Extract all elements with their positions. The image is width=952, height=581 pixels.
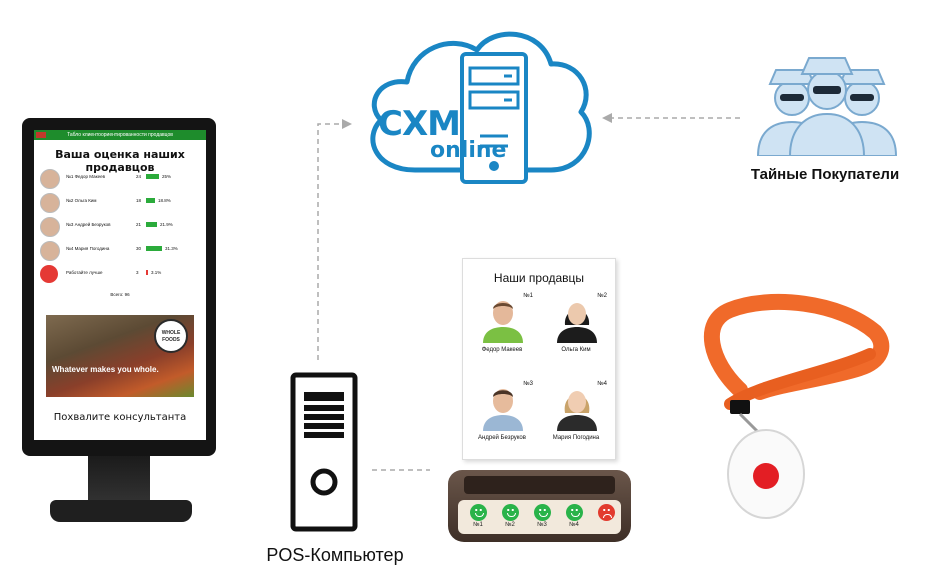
rating-display-screen: Табло клиентоориентированности продавцов… xyxy=(34,130,206,440)
seller-photo xyxy=(483,301,523,343)
rating-name: Работайте лучше xyxy=(66,270,103,275)
button-label: №3 xyxy=(537,522,547,528)
mystery-shoppers-label: Тайные Покупатели xyxy=(750,166,900,183)
rating-row: Работайте лучше 3 3.1% xyxy=(38,264,202,286)
rating-count: 3 xyxy=(136,270,139,275)
store-logo xyxy=(36,132,46,138)
button-label: №1 xyxy=(473,522,483,528)
seller-number: №2 xyxy=(597,293,607,299)
seller-name: Федор Макеев xyxy=(481,347,523,353)
rating-bar xyxy=(146,174,159,179)
sad-face-icon xyxy=(40,265,58,283)
rating-row: №1 Федор Макеев 24 25% xyxy=(38,168,202,190)
rating-percent: 25% xyxy=(162,174,172,179)
seller-photo xyxy=(40,217,60,237)
smile-button-1[interactable] xyxy=(470,504,487,521)
seller-number: №1 xyxy=(523,293,533,299)
sign-title: Наши продавцы xyxy=(493,271,585,285)
seller-name: Андрей Безруков xyxy=(478,435,526,441)
rating-percent: 18.8% xyxy=(158,198,171,203)
cxm-logo-text: CXM xyxy=(378,104,461,144)
rating-bar xyxy=(146,270,148,275)
advert-logo: WHOLE FOODS xyxy=(154,319,188,353)
seller-card: №4 Мария Погодина xyxy=(539,373,613,463)
seller-photo xyxy=(40,241,60,261)
console-slot xyxy=(464,476,615,494)
monitor-stand xyxy=(88,456,150,504)
rating-count: 24 xyxy=(136,174,142,179)
online-logo-text: online xyxy=(430,138,507,163)
rating-count: 30 xyxy=(136,246,142,251)
rating-console: №1 №2 №3 №4 xyxy=(448,470,631,542)
display-header-text: Табло клиентоориентированности продавцов xyxy=(67,132,173,138)
rating-total: Всего: 96 xyxy=(110,292,130,297)
server-icon xyxy=(460,52,528,184)
seller-photo xyxy=(483,389,523,431)
seller-name: Мария Погодина xyxy=(552,435,600,441)
sellers-sign: Наши продавцы №1 Федор Макеев №2 Ольга К… xyxy=(462,258,616,460)
sad-button[interactable] xyxy=(598,504,615,521)
seller-card: №3 Андрей Безруков xyxy=(465,373,539,463)
seller-card: №2 Ольга Ким xyxy=(539,285,613,375)
rating-percent: 31.3% xyxy=(165,246,178,251)
rating-bar xyxy=(146,198,155,203)
pos-computer-label: POS-Компьютер xyxy=(266,545,404,565)
rating-name: №2 Ольга Ким xyxy=(66,198,97,203)
rating-percent: 3.1% xyxy=(151,270,162,275)
rating-row: №3 Андрей Безруков 21 21.9% xyxy=(38,216,202,238)
call-button-pendant-icon xyxy=(704,293,890,519)
seller-photo xyxy=(557,303,597,343)
button-label: №4 xyxy=(569,522,579,528)
rating-row: №2 Ольга Ким 18 18.8% xyxy=(38,192,202,214)
rating-name: №1 Федор Макеев xyxy=(66,174,106,179)
rating-row: №4 Мария Погодина 30 31.3% xyxy=(38,240,202,262)
display-header: Табло клиентоориентированности продавцов xyxy=(34,130,206,140)
rating-bar xyxy=(146,246,162,251)
advert-slogan: Whatever makes you whole. xyxy=(52,365,159,374)
smile-button-3[interactable] xyxy=(534,504,551,521)
seller-number: №4 xyxy=(597,381,607,387)
seller-photo xyxy=(557,391,597,431)
seller-photo xyxy=(40,193,60,213)
advert-banner: WHOLE FOODS Whatever makes you whole. xyxy=(46,315,194,397)
rating-count: 21 xyxy=(136,222,142,227)
console-button-panel: №1 №2 №3 №4 xyxy=(458,500,621,534)
smile-button-2[interactable] xyxy=(502,504,519,521)
display-title: Ваша оценка наших продавцов xyxy=(55,148,185,174)
rating-name: №4 Мария Погодина xyxy=(66,246,110,251)
rating-percent: 21.9% xyxy=(160,222,173,227)
rating-bar xyxy=(146,222,157,227)
button-label: №2 xyxy=(505,522,515,528)
seller-number: №3 xyxy=(523,381,533,387)
pos-computer-icon xyxy=(290,372,358,532)
seller-name: Ольга Ким xyxy=(561,347,591,353)
display-cta: Похвалите консультанта xyxy=(53,412,187,423)
seller-card: №1 Федор Макеев xyxy=(465,285,539,375)
rating-count: 18 xyxy=(136,198,142,203)
seller-photo xyxy=(40,169,60,189)
spies-icon xyxy=(756,57,898,156)
rating-name: №3 Андрей Безруков xyxy=(66,222,111,227)
monitor-base xyxy=(50,500,192,522)
smile-button-4[interactable] xyxy=(566,504,583,521)
